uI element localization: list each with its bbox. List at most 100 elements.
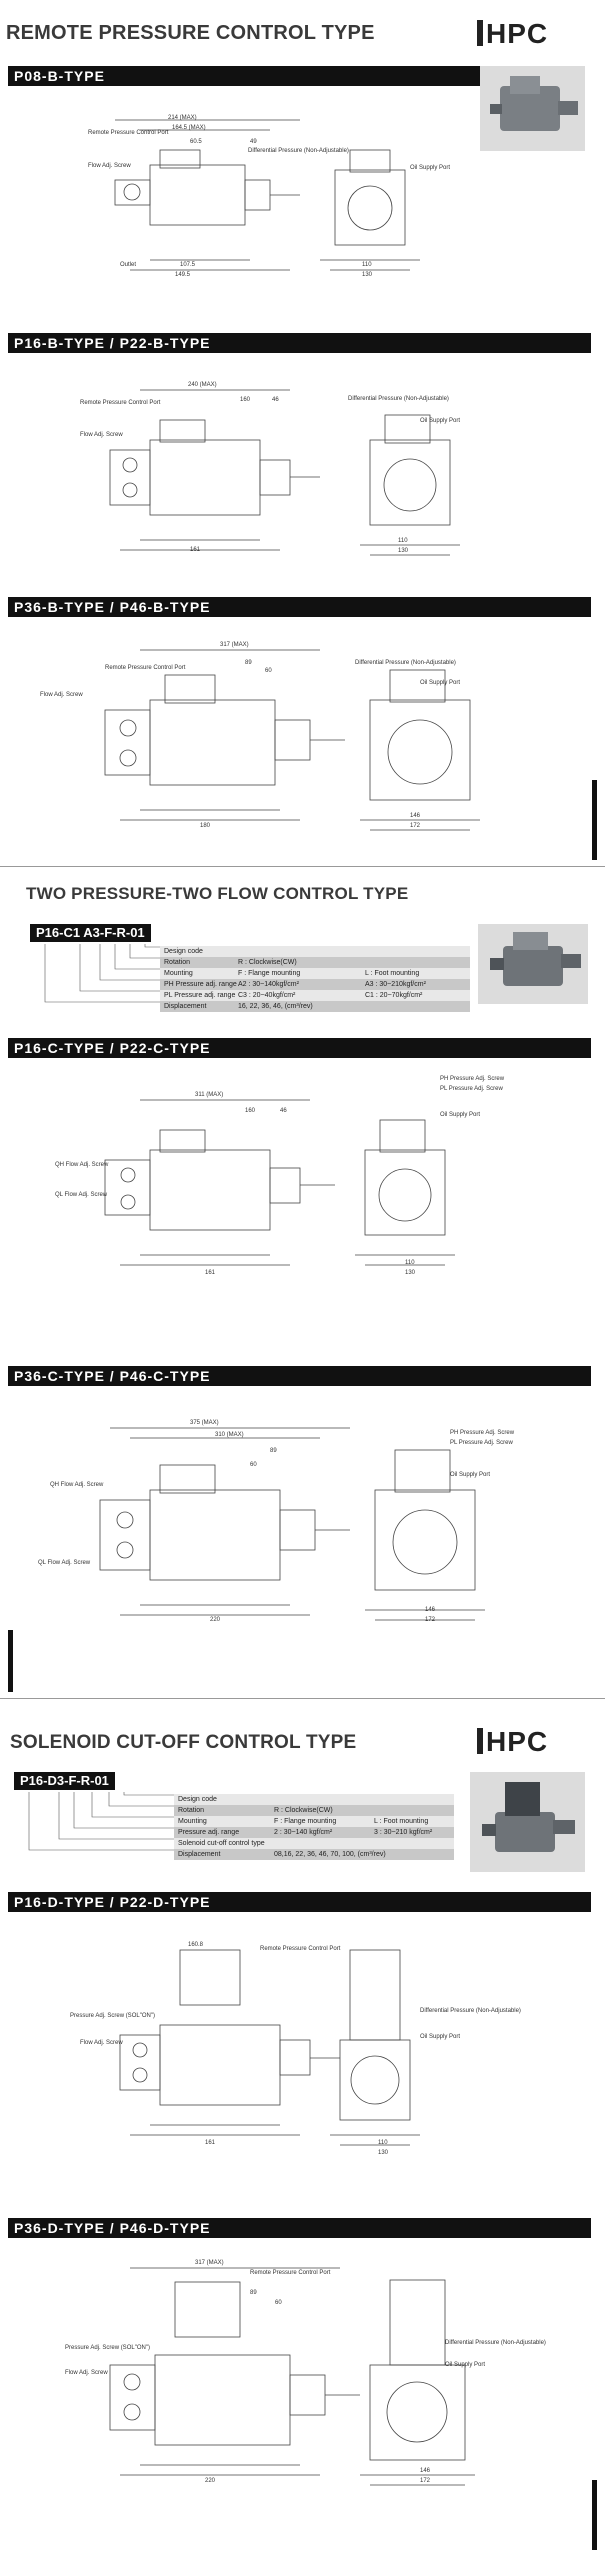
- dim-p08-4: 49: [250, 139, 257, 145]
- brand-logo-2: HPC: [477, 1726, 548, 1758]
- dim-p16c-4: 161: [205, 1270, 216, 1276]
- dim-p16b-2: 160: [240, 397, 251, 403]
- drawing-p36-b: [104, 649, 480, 831]
- label-remote-port-5: Remote Pressure Control Port: [250, 2270, 331, 2276]
- pump-photo-1: [480, 66, 585, 151]
- dim-p36d-2: 89: [250, 2290, 257, 2296]
- label-differential-1: Differential Pressure (Non-Adjustable): [248, 148, 349, 154]
- band-p08-b: P08-B-TYPE: [8, 66, 484, 86]
- label-flow-adj-1: Flow Adj. Screw: [88, 163, 131, 169]
- label-remote-port-3: Remote Pressure Control Port: [105, 665, 186, 671]
- dim-p36c-4: 60: [250, 1462, 257, 1468]
- drawing-p16-d: [119, 1949, 420, 2146]
- dim-p36d-3: 60: [275, 2300, 282, 2306]
- label-pressure-adj-sol-2: Pressure Adj. Screw (SOL"ON"): [65, 2345, 150, 2351]
- dim-p36b-1: 317 (MAX): [220, 642, 249, 648]
- dim-p36b-2: 89: [245, 660, 252, 666]
- brand-logo: HPC: [477, 18, 548, 50]
- dim-p36c-7: 172: [425, 1617, 436, 1623]
- dim-p08-8: 130: [362, 272, 373, 278]
- section-title-remote: REMOTE PRESSURE CONTROL TYPE: [6, 22, 375, 44]
- label-differential-4: Differential Pressure (Non-Adjustable): [420, 2008, 521, 2014]
- dim-p36c-5: 220: [210, 1617, 221, 1623]
- dim-p08-5: 107.5: [180, 262, 196, 268]
- dim-p08-6: 149.5: [175, 272, 191, 278]
- pump-photo-2: [478, 924, 588, 1004]
- drawing-p36-d: [109, 2267, 475, 2486]
- label-ql-adj-1: QL Flow Adj. Screw: [55, 1192, 108, 1198]
- dim-p16b-6: 130: [398, 548, 409, 554]
- label-ql-adj-2: QL Flow Adj. Screw: [38, 1560, 91, 1566]
- dim-p16b-1: 240 (MAX): [188, 382, 217, 388]
- label-differential-5: Differential Pressure (Non-Adjustable): [445, 2340, 546, 2346]
- dim-p36b-3: 60: [265, 668, 272, 674]
- band-p36-b: P36-B-TYPE / P46-B-TYPE: [8, 597, 591, 617]
- dim-p36b-4: 180: [200, 823, 211, 829]
- dim-p36c-3: 89: [270, 1448, 277, 1454]
- code-c-leader-lines: [44, 944, 160, 1003]
- dim-p16d-4: 130: [378, 2150, 389, 2156]
- section-title-two-pressure: TWO PRESSURE-TWO FLOW CONTROL TYPE: [26, 884, 409, 903]
- edge-bar-2: [8, 1630, 13, 1692]
- label-flow-adj-2: Flow Adj. Screw: [80, 432, 123, 438]
- code-c-row-0: Design code: [160, 946, 470, 957]
- label-pressure-adj-sol-1: Pressure Adj. Screw (SOL"ON"): [70, 2013, 155, 2019]
- band-p36-c: P36-C-TYPE / P46-C-TYPE: [8, 1366, 591, 1386]
- pump-photo-3-art: [482, 1782, 575, 1852]
- dim-p16c-3: 46: [280, 1108, 287, 1114]
- label-flow-adj-3: Flow Adj. Screw: [40, 692, 83, 698]
- label-differential-3: Differential Pressure (Non-Adjustable): [355, 660, 456, 666]
- band-p16-d: P16-D-TYPE / P22-D-TYPE: [8, 1892, 591, 1912]
- dim-p36b-6: 172: [410, 823, 421, 829]
- dim-p16b-5: 110: [398, 538, 408, 544]
- label-remote-port-2: Remote Pressure Control Port: [80, 400, 161, 406]
- dim-p36d-5: 146: [420, 2468, 431, 2474]
- label-remote-port-4: Remote Pressure Control Port: [260, 1946, 341, 1952]
- label-outlet-1: Outlet: [120, 262, 137, 268]
- dim-p08-3: 60.5: [190, 139, 202, 145]
- dim-p16b-4: 161: [190, 547, 201, 553]
- label-ph-adj-1: PH Pressure Adj. Screw: [440, 1076, 505, 1082]
- dim-p16d-2: 161: [205, 2140, 216, 2146]
- dim-p36d-6: 172: [420, 2478, 431, 2484]
- model-code-c-head: P16-C1 A3-F-R-01: [30, 924, 151, 942]
- dim-p16c-1: 311 (MAX): [195, 1092, 224, 1098]
- label-qh-adj-1: QH Flow Adj. Screw: [55, 1162, 109, 1168]
- drawing-p16-c: [104, 1099, 455, 1266]
- label-oil-supply-5: Oil Supply Port: [450, 1472, 491, 1478]
- separator-2: [0, 1698, 605, 1699]
- dim-p36d-1: 317 (MAX): [195, 2260, 224, 2266]
- dim-p36d-4: 220: [205, 2478, 216, 2484]
- dim-p16d-3: 110: [378, 2140, 388, 2146]
- drawing-p16-b: [109, 389, 460, 556]
- label-differential-2: Differential Pressure (Non-Adjustable): [348, 396, 449, 402]
- dim-p16b-3: 46: [272, 397, 279, 403]
- dim-p16d-1: 160.8: [188, 1942, 204, 1948]
- dim-p08-7: 110: [362, 262, 372, 268]
- band-p16-c: P16-C-TYPE / P22-C-TYPE: [8, 1038, 591, 1058]
- dim-p08-1: 214 (MAX): [168, 115, 197, 121]
- pump-photo-2-art: [490, 932, 581, 986]
- label-pl-adj-1: PL Pressure Adj. Screw: [440, 1086, 503, 1092]
- edge-bar-1: [592, 780, 597, 860]
- label-remote-port-1: Remote Pressure Control Port: [88, 130, 169, 136]
- dim-p36c-6: 146: [425, 1607, 436, 1613]
- drawing-p36-c: [99, 1427, 485, 1621]
- dim-p36c-2: 310 (MAX): [215, 1432, 244, 1438]
- section-title-solenoid: SOLENOID CUT-OFF CONTROL TYPE: [10, 1732, 357, 1753]
- label-oil-supply-4: Oil Supply Port: [440, 1112, 481, 1118]
- dim-p16c-6: 130: [405, 1270, 416, 1276]
- dim-p36b-5: 146: [410, 813, 421, 819]
- band-p36-d: P36-D-TYPE / P46-D-TYPE: [8, 2218, 591, 2238]
- drawing-p08-b: [114, 119, 420, 271]
